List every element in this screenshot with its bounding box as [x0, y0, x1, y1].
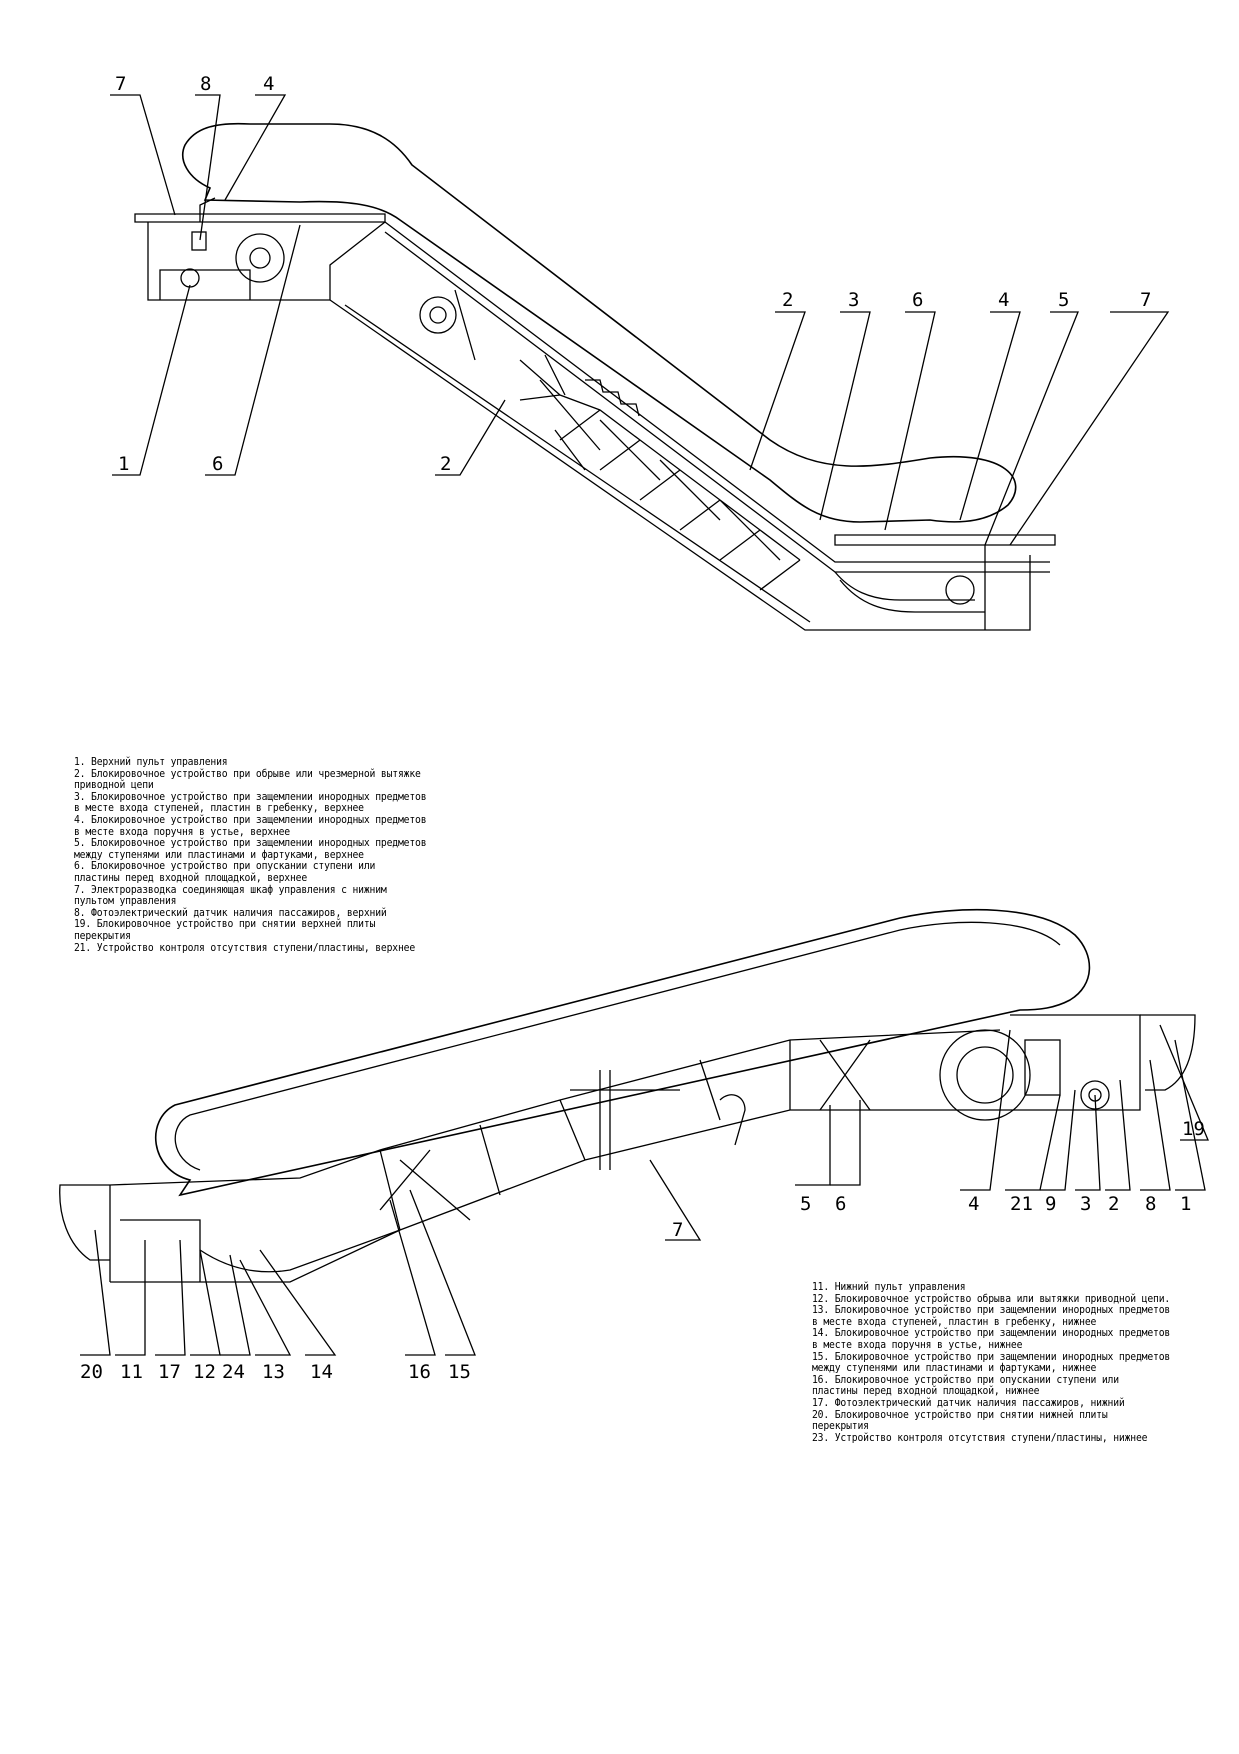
lower-truss: [110, 1109, 1010, 1283]
legend-lower-line: 20. Блокировочное устройство при снятии …: [812, 1408, 1108, 1421]
legend-upper-line: в месте входа поручня в устье, верхнее: [74, 825, 290, 838]
callout-upper-1: 1: [118, 453, 129, 475]
callout-upper-4a: 4: [263, 73, 274, 95]
callout-upper-7a: 7: [115, 73, 126, 95]
callout-upper-2b: 2: [782, 289, 793, 311]
legend-lower-line: 16. Блокировочное устройство при опускан…: [812, 1373, 1119, 1386]
upper-truss-top: [384, 221, 1050, 563]
callout-lower-14: 14: [310, 1361, 333, 1383]
legend-upper-line: 5. Блокировочное устройство при защемлен…: [74, 837, 427, 850]
callout-upper-2a: 2: [440, 453, 451, 475]
upper-escalator-view: [110, 94, 1170, 631]
callout-upper-8: 8: [200, 73, 211, 95]
legend-lower-line: пластины перед входной площадкой, нижнее: [812, 1385, 1040, 1398]
lower-escalator-view: [59, 908, 1209, 1356]
legend-lower-line: 12. Блокировочное устройство обрыва или …: [812, 1292, 1171, 1305]
legend-upper-line: 21. Устройство контроля отсутствия ступе…: [74, 941, 416, 954]
callout-lower-12: 12: [193, 1361, 216, 1383]
legend-upper-line: 4. Блокировочное устройство при защемлен…: [74, 813, 427, 826]
upper-top-landing: [134, 213, 386, 223]
legend-upper-line: 6. Блокировочное устройство при опускани…: [74, 860, 376, 873]
lower-left-pit: [59, 1184, 111, 1282]
upper-callout-labels: 7 8 4 1 6 2 2 3 6 4 5 7: [115, 73, 1151, 475]
legend-upper-line: пластины перед входной площадкой, верхне…: [74, 871, 308, 884]
legend-lower-line: перекрытия: [812, 1420, 869, 1433]
callout-upper-6b: 6: [912, 289, 923, 311]
legend-lower-line: в месте входа поручня в устье, нижнее: [812, 1338, 1023, 1351]
callout-lower-9: 9: [1045, 1193, 1056, 1215]
legend-upper-line: 3. Блокировочное устройство при защемлен…: [74, 790, 427, 803]
legend-lower-line: между ступенями или пластинами и фартука…: [812, 1362, 1097, 1375]
upper-top-pit: [147, 221, 386, 301]
legend-upper-line: приводной цепи: [74, 779, 154, 792]
callout-lower-2: 2: [1108, 1193, 1119, 1215]
callout-upper-3: 3: [848, 289, 859, 311]
callout-lower-6: 6: [835, 1193, 846, 1215]
legend-lower-line: 14. Блокировочное устройство при защемле…: [812, 1327, 1171, 1340]
legend-upper-line: 7. Электроразводка соединяющая шкаф упра…: [74, 883, 387, 896]
callout-lower-8: 8: [1145, 1193, 1156, 1215]
callout-lower-7: 7: [672, 1219, 683, 1241]
legend-lower: 11. Нижний пульт управления 12. Блокиров…: [812, 1281, 1197, 1444]
lower-callout-labels: 5 6 4 21 9 3 2 8 1 19 7 20 11 17 12 24 1…: [80, 1118, 1205, 1383]
upper-truss-bottom: [329, 299, 1031, 631]
callout-lower-15: 15: [448, 1361, 471, 1383]
callout-lower-17: 17: [158, 1361, 181, 1383]
legend-upper-line: между ступенями или пластинами и фартука…: [74, 848, 364, 861]
lower-leaders: [80, 1024, 1209, 1356]
upper-handrail: [182, 122, 1017, 523]
legend-upper-line: 2. Блокировочное устройство при обрыве и…: [74, 767, 421, 780]
upper-leaders: [110, 94, 1170, 546]
callout-lower-20: 20: [80, 1361, 103, 1383]
callout-lower-24: 24: [222, 1361, 245, 1383]
legend-upper: 1. Верхний пульт управления 2. Блокирово…: [74, 756, 460, 954]
legend-upper-line: 8. Фотоэлектрический датчик наличия пасс…: [74, 906, 387, 919]
legend-lower-line: в месте входа ступеней, пластин в гребен…: [812, 1315, 1097, 1328]
legend-lower-line: 15. Блокировочное устройство при защемле…: [812, 1350, 1171, 1363]
upper-truss-diagonals: [519, 359, 801, 591]
callout-lower-16: 16: [408, 1361, 431, 1383]
lower-right-pit: [1010, 1014, 1141, 1111]
callout-lower-19: 19: [1182, 1118, 1205, 1140]
legend-upper-line: 1. Верхний пульт управления: [74, 756, 228, 768]
callout-lower-13: 13: [262, 1361, 285, 1383]
legend-lower-line: 11. Нижний пульт управления: [812, 1281, 966, 1293]
callout-lower-21: 21: [1010, 1193, 1033, 1215]
legend-lower-line: 13. Блокировочное устройство при защемле…: [812, 1304, 1171, 1317]
lower-handrail: [154, 908, 1091, 1197]
callout-upper-7b: 7: [1140, 289, 1151, 311]
upper-drive-wheel: [235, 233, 285, 283]
legend-lower-line: 17. Фотоэлектрический датчик наличия пас…: [812, 1396, 1125, 1409]
legend-lower-line: 23. Устройство контроля отсутствия ступе…: [812, 1431, 1148, 1444]
callout-lower-4: 4: [968, 1193, 979, 1215]
legend-upper-line: перекрытия: [74, 929, 131, 942]
callout-lower-1: 1: [1180, 1193, 1191, 1215]
callout-upper-6a: 6: [212, 453, 223, 475]
callout-lower-5: 5: [800, 1193, 811, 1215]
legend-upper-line: в месте входа ступеней, пластин в гребен…: [74, 802, 364, 815]
upper-bottom-landing: [834, 534, 1056, 546]
legend-upper-line: пультом управления: [74, 895, 177, 908]
callout-lower-3: 3: [1080, 1193, 1091, 1215]
legend-upper-line: 19. Блокировочное устройство при снятии …: [74, 918, 376, 931]
callout-upper-4b: 4: [998, 289, 1009, 311]
callout-upper-5: 5: [1058, 289, 1069, 311]
callout-lower-11: 11: [120, 1361, 143, 1383]
